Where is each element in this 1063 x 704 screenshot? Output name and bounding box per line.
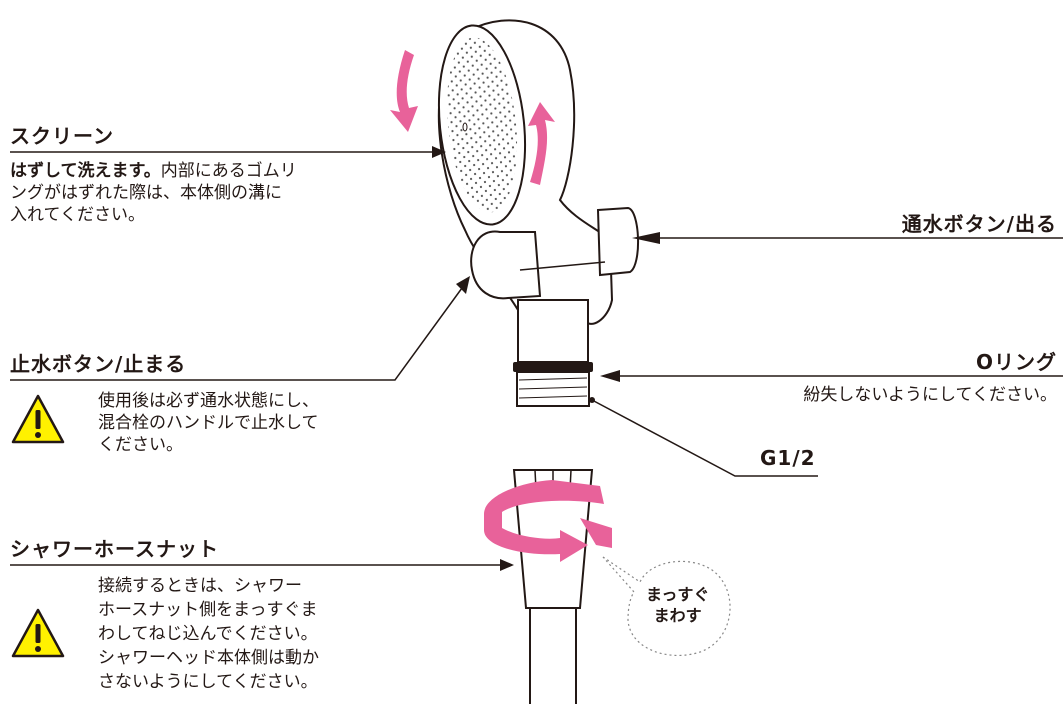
stop-note-line-3: ください。 xyxy=(98,435,183,455)
leader-lines xyxy=(10,151,1063,566)
bubble-line-2: まわす xyxy=(653,606,702,625)
hose-note-line-4: シャワーヘッド本体側は動か xyxy=(98,648,319,668)
hose-nut-note: 接続するときは、シャワー ホースナット側をまっすぐま わしてねじ込んでください。… xyxy=(98,574,319,694)
stop-note-line-1: 使用後は必ず通水状態にし、 xyxy=(98,391,319,411)
screen-desc-line-2: ングがはずれた際は、本体側の溝に xyxy=(10,183,282,203)
stop-button-part xyxy=(470,230,542,300)
bubble-line-1: まっすぐ xyxy=(646,585,710,604)
through-button-part xyxy=(596,206,639,277)
screen-desc-line-3: 入れてください。 xyxy=(10,205,145,225)
screen-description: はずして洗えます。内部にあるゴムリ ングがはずれた際は、本体側の溝に 入れてくだ… xyxy=(10,160,297,226)
stop-button-title: 止水ボタン/止まる xyxy=(10,352,187,376)
warning-icon xyxy=(11,394,65,444)
through-button-title: 通水ボタン/出る xyxy=(901,212,1057,236)
bubble-text: まっすぐ まわす xyxy=(646,584,709,626)
hose-note-line-3: わしてねじ込んでください。 xyxy=(98,624,318,644)
hose-nut-title: シャワーホースナット xyxy=(10,537,219,561)
hose-note-line-2: ホースナット側をまっすぐま xyxy=(98,600,318,620)
hose-note-line-1: 接続するときは、シャワー xyxy=(98,576,302,596)
screen-desc-bold: はずして洗えます。 xyxy=(10,161,161,181)
screen-desc-line-1: 内部にあるゴムリ xyxy=(160,161,297,181)
o-ring-title: Oリング xyxy=(975,350,1057,374)
shower-neck xyxy=(517,299,589,363)
warning-icon xyxy=(11,608,65,658)
stop-button-note: 使用後は必ず通水状態にし、 混合栓のハンドルで止水して ください。 xyxy=(98,390,319,456)
rotate-arrows-head xyxy=(390,50,555,185)
rotate-arrow-nut xyxy=(484,480,612,562)
stop-note-line-2: 混合栓のハンドルで止水して xyxy=(98,413,319,433)
thread-label: G1/2 xyxy=(760,446,816,470)
o-ring-part xyxy=(513,362,593,372)
hose-note-line-5: さないようにしてください。 xyxy=(98,672,318,692)
o-ring-desc: 紛失しないようにしてください。 xyxy=(803,385,1057,405)
speech-bubble xyxy=(602,556,731,656)
screen-title: スクリーン xyxy=(10,124,114,148)
